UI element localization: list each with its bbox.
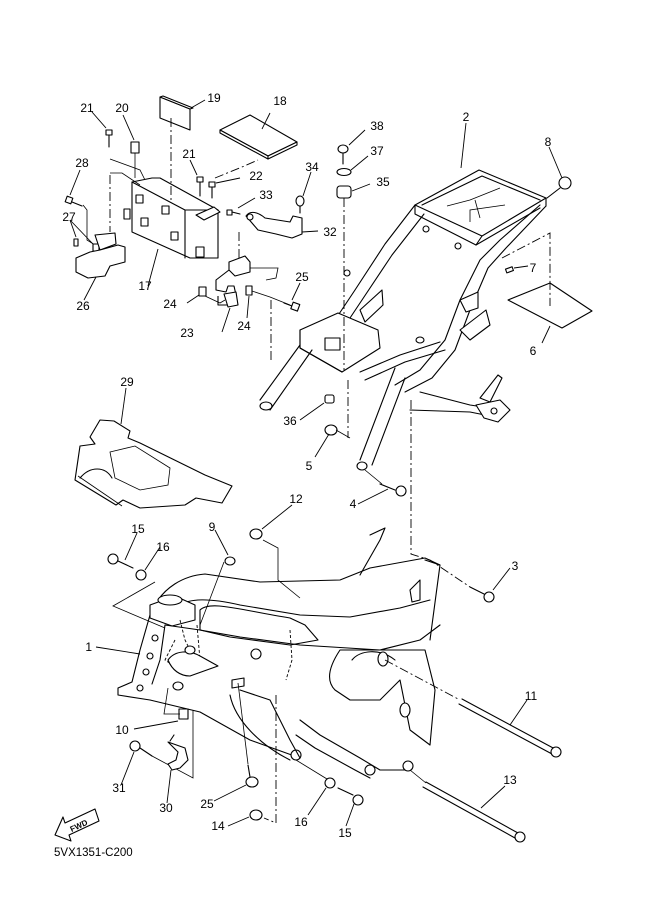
callout-6[interactable]: 6 bbox=[530, 344, 537, 358]
part-36-damper[interactable] bbox=[299, 394, 335, 421]
callout-9[interactable]: 9 bbox=[209, 520, 216, 534]
part-2-rear-frame[interactable] bbox=[259, 122, 547, 471]
callout-35[interactable]: 35 bbox=[376, 175, 390, 189]
callout-23[interactable]: 23 bbox=[180, 326, 194, 340]
drawing-code: 5VX1351-C200 bbox=[54, 847, 133, 859]
callout-18[interactable]: 18 bbox=[273, 94, 287, 108]
part-15-bolt-lower[interactable] bbox=[337, 787, 364, 827]
callout-17[interactable]: 17 bbox=[138, 279, 152, 293]
part-11-long-bolt[interactable] bbox=[384, 659, 562, 758]
part-29-under-cover[interactable] bbox=[74, 387, 233, 509]
callout-15-lower[interactable]: 15 bbox=[338, 826, 352, 840]
part-19-label-plate[interactable] bbox=[159, 95, 206, 131]
part-37-washer[interactable] bbox=[336, 155, 369, 177]
part-26-bracket[interactable] bbox=[75, 172, 141, 301]
part-5-nut[interactable] bbox=[314, 424, 351, 458]
callout-15-upper[interactable]: 15 bbox=[131, 522, 145, 536]
callout-8[interactable]: 8 bbox=[545, 135, 552, 149]
part-4-bolt[interactable] bbox=[357, 469, 407, 505]
callout-10[interactable]: 10 bbox=[115, 723, 129, 737]
callout-25-upper[interactable]: 25 bbox=[295, 270, 309, 284]
callout-26[interactable]: 26 bbox=[76, 299, 90, 313]
callout-25-lower[interactable]: 25 bbox=[200, 797, 214, 811]
part-24-nut-right[interactable] bbox=[245, 285, 291, 319]
callout-30[interactable]: 30 bbox=[159, 801, 173, 815]
callout-21-left[interactable]: 21 bbox=[80, 101, 94, 115]
part-31-bolt[interactable] bbox=[120, 710, 194, 786]
callout-29[interactable]: 29 bbox=[120, 375, 134, 389]
callout-28[interactable]: 28 bbox=[75, 156, 89, 170]
part-33-bolt[interactable] bbox=[226, 197, 256, 216]
part-12-nut[interactable] bbox=[249, 504, 301, 599]
callout-38[interactable]: 38 bbox=[370, 119, 384, 133]
callout-24-right[interactable]: 24 bbox=[237, 319, 251, 333]
part-10-nut[interactable] bbox=[133, 687, 189, 730]
part-20-clip-nut[interactable] bbox=[122, 114, 140, 178]
callout-2[interactable]: 2 bbox=[463, 110, 470, 124]
callout-24-left[interactable]: 24 bbox=[163, 297, 177, 311]
callout-37[interactable]: 37 bbox=[370, 144, 384, 158]
part-16-washer-upper[interactable] bbox=[112, 546, 166, 629]
callout-34[interactable]: 34 bbox=[305, 160, 319, 174]
callout-3[interactable]: 3 bbox=[512, 559, 519, 573]
callout-16-upper[interactable]: 16 bbox=[156, 540, 170, 554]
part-9-collar[interactable] bbox=[199, 529, 236, 626]
part-22-bolt[interactable] bbox=[208, 159, 259, 199]
part-35-grommet[interactable] bbox=[336, 183, 371, 370]
callout-13[interactable]: 13 bbox=[503, 773, 517, 787]
part-24-nut-left[interactable] bbox=[186, 286, 226, 304]
part-32-stay[interactable] bbox=[245, 211, 319, 239]
callout-32[interactable]: 32 bbox=[323, 225, 337, 239]
part-17-battery-box[interactable] bbox=[123, 118, 219, 287]
part-21-bolt-right[interactable] bbox=[189, 159, 204, 197]
part-38-bolt[interactable] bbox=[337, 129, 366, 165]
part-16-washer-lower[interactable] bbox=[295, 759, 336, 816]
part-7-clip[interactable] bbox=[504, 265, 529, 274]
part-14-nut[interactable] bbox=[227, 695, 277, 827]
fwd-direction-arrow-icon: FWD bbox=[54, 808, 100, 842]
callout-16-lower[interactable]: 16 bbox=[294, 815, 308, 829]
part-13-long-bolt[interactable] bbox=[409, 769, 526, 843]
callout-22[interactable]: 22 bbox=[249, 169, 263, 183]
callout-4[interactable]: 4 bbox=[350, 497, 357, 511]
callout-31[interactable]: 31 bbox=[112, 781, 126, 795]
callout-20[interactable]: 20 bbox=[115, 101, 129, 115]
part-30-clamp[interactable] bbox=[166, 734, 189, 804]
callout-27[interactable]: 27 bbox=[62, 210, 76, 224]
part-25-bolt-upper[interactable] bbox=[283, 282, 301, 312]
callout-1[interactable]: 1 bbox=[85, 640, 92, 654]
battery-box-bracket bbox=[195, 206, 221, 221]
callout-11[interactable]: 11 bbox=[525, 689, 538, 703]
callout-7[interactable]: 7 bbox=[530, 261, 537, 275]
part-21-bolt-left[interactable] bbox=[91, 111, 146, 181]
callout-14[interactable]: 14 bbox=[211, 819, 225, 833]
part-34-clip[interactable] bbox=[295, 171, 312, 214]
callout-21-right[interactable]: 21 bbox=[182, 147, 196, 161]
part-18-battery-pad[interactable] bbox=[219, 112, 298, 160]
callout-12[interactable]: 12 bbox=[289, 492, 303, 506]
part-8-cap[interactable] bbox=[546, 146, 572, 199]
part-15-bolt-upper[interactable] bbox=[107, 532, 138, 569]
callout-36[interactable]: 36 bbox=[283, 414, 297, 428]
part-28-bolt[interactable] bbox=[64, 169, 96, 246]
callout-19[interactable]: 19 bbox=[207, 91, 221, 105]
part-23-bracket[interactable] bbox=[215, 232, 279, 333]
part-3-bolt[interactable] bbox=[410, 553, 511, 603]
callout-33[interactable]: 33 bbox=[259, 188, 273, 202]
part-25-bolt-lower[interactable] bbox=[213, 682, 259, 802]
part-6-sheet[interactable] bbox=[501, 232, 593, 344]
part-1-main-frame[interactable] bbox=[95, 527, 441, 779]
callout-5[interactable]: 5 bbox=[306, 459, 313, 473]
